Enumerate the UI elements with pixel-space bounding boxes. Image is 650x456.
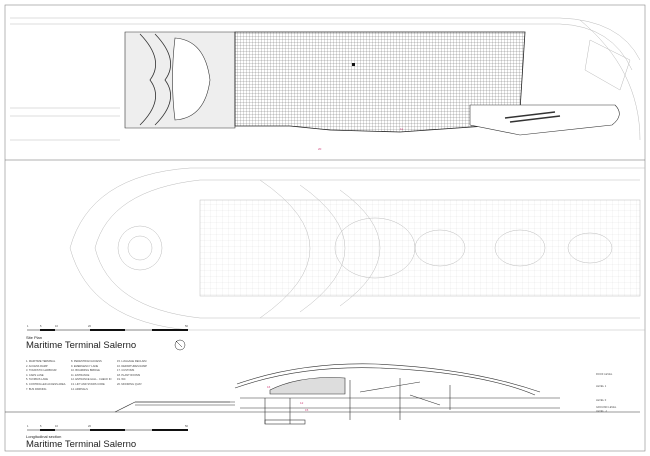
legend-item: 4. CARS LANE bbox=[26, 373, 44, 377]
svg-text:12: 12 bbox=[300, 401, 304, 405]
legend-item: 19. WC bbox=[117, 378, 126, 382]
legend-item: 20. MOORING QUAY bbox=[117, 382, 142, 386]
svg-text:11: 11 bbox=[400, 127, 403, 131]
level-label: LEVEL 1 bbox=[596, 385, 607, 388]
legend-item: 11. ENTRANCE bbox=[71, 373, 90, 377]
legend-item: 10. BOARDING BRIDGE bbox=[71, 369, 100, 373]
north-arrow-icon bbox=[174, 339, 186, 351]
scale-tick: 20 bbox=[88, 425, 91, 428]
cruise-ship-plan bbox=[69, 167, 645, 331]
level-label: LEVEL 0 bbox=[596, 399, 607, 402]
scale-tick: 1 bbox=[27, 425, 29, 428]
legend-item: 7. BUS PARKING bbox=[26, 387, 47, 391]
level-label: LEVEL -1 bbox=[596, 410, 608, 413]
section-scale-bar bbox=[27, 429, 188, 431]
legend-item: 15. LUGGAGE RECLAIM bbox=[117, 360, 147, 363]
scale-tick: 5 bbox=[40, 425, 42, 428]
sheet-border bbox=[4, 4, 646, 452]
legend-item: 18. PLANT ROOMS bbox=[117, 373, 141, 377]
scale-tick: 50 bbox=[185, 425, 188, 428]
level-label: ROOF LEVEL bbox=[596, 373, 613, 376]
legend-item: 14. ARRIVALS bbox=[71, 387, 88, 391]
svg-text:16: 16 bbox=[267, 385, 271, 389]
scale-tick: 10 bbox=[55, 325, 58, 328]
legend-item: 2. ACCESS RAMP bbox=[26, 364, 48, 368]
site-plan-scale-bar bbox=[27, 329, 188, 331]
svg-text:15: 15 bbox=[305, 408, 309, 412]
level-label: GROUND LEVEL bbox=[596, 406, 617, 409]
scale-tick: 1 bbox=[27, 325, 29, 328]
legend-item: 12. ENTRANCE HALL - CHECK IN bbox=[71, 378, 112, 382]
site-plan-caption: Site Plan bbox=[26, 335, 43, 340]
legend-item: 6. CONTROLLED ACCESS AREA bbox=[26, 382, 66, 386]
section-caption: Longitudinal section bbox=[26, 434, 62, 439]
section-title: Maritime Terminal Salerno bbox=[26, 439, 137, 450]
legend-item: 8. PEDESTRIAN ACCESS bbox=[71, 360, 102, 363]
svg-text:20: 20 bbox=[318, 147, 322, 151]
legend-item: 3. TOURISTIC HARBOUR bbox=[26, 369, 57, 373]
legend-item: 16. DEPARTURES RAMP bbox=[117, 364, 148, 368]
longitudinal-section bbox=[5, 363, 640, 425]
scale-tick: 50 bbox=[185, 325, 188, 328]
legend-item: 17. CUSTOMS bbox=[117, 369, 135, 373]
scale-tick: 10 bbox=[55, 425, 58, 428]
terminal-plan bbox=[124, 31, 620, 136]
site-roads bbox=[10, 17, 641, 141]
legend-item: 13. LIFT AND STAIRS CORE bbox=[71, 382, 105, 386]
scale-tick: 20 bbox=[88, 325, 91, 328]
legend-item: 1. MARITIME TERMINAL bbox=[26, 360, 56, 363]
site-plan-title: Maritime Terminal Salerno bbox=[26, 340, 137, 351]
legend-item: 5. TAXI/BUS LANE bbox=[26, 378, 48, 382]
legend-item: 9. EMERGENCY LANE bbox=[71, 364, 99, 368]
scale-tick: 5 bbox=[40, 325, 42, 328]
